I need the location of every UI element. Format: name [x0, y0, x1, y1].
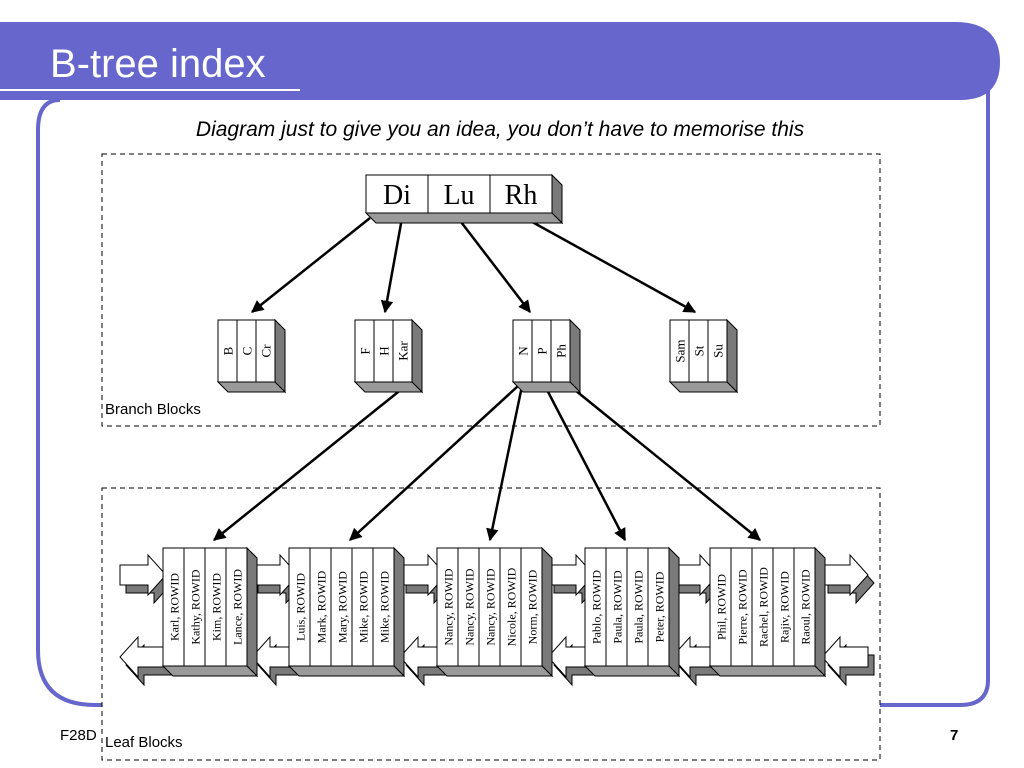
- branch-key: H: [377, 346, 392, 355]
- branch-key: B: [221, 346, 236, 355]
- slide-title: B-tree index: [50, 42, 266, 86]
- leaf-entry: Nancy, ROWID: [463, 568, 477, 646]
- root-key: Lu: [443, 180, 474, 211]
- leaf-entry: Rachel, ROWID: [757, 567, 771, 647]
- next-leaf-pointer: [119, 553, 167, 597]
- branch-key: N: [516, 346, 531, 356]
- leaf-entry: Raoul, ROWID: [799, 569, 813, 645]
- branch-key: Cr: [259, 344, 274, 358]
- leaf-entry: Mike, ROWID: [378, 571, 392, 643]
- leaf-nodes: Karl, ROWID Kathy, ROWID Kim, ROWID Lance, …: [119, 546, 875, 687]
- prev-leaf-pointer: [119, 635, 167, 679]
- leaf-entry: Nicole, ROWID: [505, 567, 519, 646]
- leaf-entry: Paula, ROWID: [632, 570, 646, 644]
- pointer-arrow: [457, 217, 531, 313]
- branch-key: P: [535, 347, 550, 354]
- leaf-block: Karl, ROWID Kathy, ROWID Kim, ROWID Lance, …: [161, 546, 259, 678]
- pointer-arrow: [213, 383, 409, 541]
- branch-key: F: [358, 347, 373, 354]
- branch-block: Sam St Su: [668, 318, 739, 394]
- pointer-arrow: [486, 385, 524, 542]
- leaf-entry: Mary, ROWID: [336, 571, 350, 643]
- slide-subtitle: Diagram just to give you an idea, you do…: [195, 118, 805, 141]
- leaf-entry: Kathy, ROWID: [189, 569, 203, 645]
- root-node: Di Lu Rh: [364, 173, 564, 225]
- leaf-block: Pablo, ROWID Paula, ROWID Paula, ROWID Pete…: [583, 546, 681, 678]
- leaf-entry: Karl, ROWID: [168, 573, 182, 641]
- leaf-entry: Luis, ROWID: [294, 573, 308, 641]
- branch-key: Sam: [673, 339, 688, 362]
- leaf-block: Luis, ROWID Mark, ROWID Mary, ROWID Mike, R…: [287, 546, 406, 678]
- branch-key: St: [692, 345, 707, 356]
- branch-blocks-label: Branch Blocks: [105, 401, 201, 418]
- pointer-arrow: [349, 385, 519, 541]
- pointer-arrow: [251, 217, 371, 313]
- leaf-entry: Phil, ROWID: [715, 574, 729, 640]
- leaf-entry: Mark, ROWID: [315, 570, 329, 643]
- leaf-entry: Rajiv, ROWID: [778, 571, 792, 643]
- branch-key: Kar: [396, 341, 411, 361]
- leaf-entry: Mike, ROWID: [357, 571, 371, 643]
- leaf-entry: Kim, ROWID: [210, 573, 224, 641]
- leaf-entry: Nancy, ROWID: [484, 568, 498, 646]
- branch-key: Ph: [554, 344, 569, 358]
- leaf-block: Phil, ROWID Pierre, ROWID Rachel, ROWID Raj…: [708, 546, 827, 678]
- branch-key: C: [240, 347, 255, 356]
- prev-leaf-pointer: [821, 635, 869, 679]
- leaf-entry: Lance, ROWID: [231, 569, 245, 645]
- leaf-entry: Nancy, ROWID: [442, 568, 456, 646]
- leaf-entry: Paula, ROWID: [611, 570, 625, 644]
- next-leaf-pointer: [821, 553, 869, 597]
- leaf-blocks-label: Leaf Blocks: [105, 734, 183, 751]
- page-number: 7: [950, 727, 959, 744]
- root-key: Rh: [505, 180, 538, 211]
- title-bar: [0, 22, 1000, 100]
- footer-course-code: F28D: [60, 727, 97, 744]
- tree-arrows: [213, 216, 761, 542]
- content-border: [36, 90, 990, 707]
- root-key: Di: [383, 180, 411, 211]
- branch-key: Su: [711, 344, 726, 358]
- leaf-entry: Peter, ROWID: [653, 571, 667, 642]
- leaf-entry: Norm, ROWID: [526, 569, 540, 644]
- leaf-block: Nancy, ROWID Nancy, ROWID Nancy, ROWID Nico…: [435, 546, 554, 678]
- pointer-arrow: [569, 385, 761, 541]
- leaf-entry: Pierre, ROWID: [736, 569, 750, 645]
- pointer-arrow: [380, 217, 404, 314]
- pointer-arrow: [543, 385, 627, 542]
- leaf-entry: Pablo, ROWID: [590, 570, 604, 644]
- pointer-arrow: [524, 216, 697, 314]
- root-block: Di Lu Rh: [364, 173, 564, 225]
